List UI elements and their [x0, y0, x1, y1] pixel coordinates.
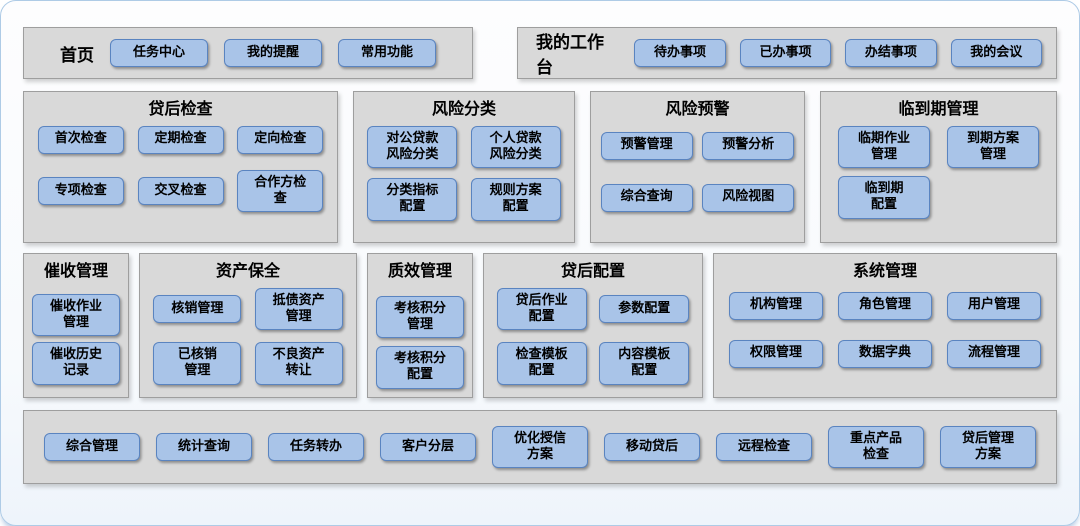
task-center-button[interactable]: 任务中心 — [110, 39, 208, 67]
task-transfer-button[interactable]: 任务转办 — [268, 433, 364, 461]
panel-collection-title: 催收管理 — [43, 261, 108, 280]
writeoff-mgmt-button[interactable]: 核销管理 — [153, 294, 242, 323]
third-row: 催收管理 催收作业 管理 催收历史 记录 资产保全 核销管理 抵债资产 管理 已… — [23, 253, 1057, 398]
panel-quality-efficiency: 质效管理 考核积分 管理 考核积分 配置 — [367, 253, 473, 398]
risk-warning-grid: 预警管理 预警分析 综合查询 风险视图 — [591, 131, 804, 212]
panel-collection: 催收管理 催收作业 管理 催收历史 记录 — [23, 253, 129, 398]
credit-optimization-plan-button[interactable]: 优化授信 方案 — [492, 425, 588, 469]
npl-transfer-button[interactable]: 不良资产 转让 — [254, 342, 343, 385]
todo-items-button[interactable]: 待办事项 — [634, 39, 726, 67]
panel-asset-preservation-title: 资产保全 — [215, 261, 280, 280]
risk-classification-grid: 对公贷款 风险分类 个人贷款 风险分类 分类指标 配置 规则方案 配置 — [354, 125, 574, 221]
postloan-task-config-button[interactable]: 贷后作业 配置 — [496, 287, 587, 331]
writtenoff-mgmt-button[interactable]: 已核销 管理 — [153, 342, 242, 385]
panel-system-mgmt: 系统管理 机构管理 角色管理 用户管理 权限管理 数据字典 流程管理 — [713, 253, 1057, 398]
panel-home-title: 首页 — [60, 45, 94, 66]
partner-check-button[interactable]: 合作方检 查 — [237, 169, 324, 213]
corporate-loan-risk-class-button[interactable]: 对公贷款 风险分类 — [367, 125, 458, 169]
rule-plan-config-button[interactable]: 规则方案 配置 — [470, 178, 561, 221]
check-template-config-button[interactable]: 检查模板 配置 — [496, 342, 587, 385]
comprehensive-query-button[interactable]: 综合查询 — [600, 183, 693, 212]
mobile-postloan-button[interactable]: 移动贷后 — [604, 433, 700, 461]
permission-mgmt-button[interactable]: 权限管理 — [729, 339, 823, 368]
bottom-row: 综合管理 统计查询 任务转办 客户分层 优化授信 方案 移动贷后 远程检查 重点… — [23, 410, 1057, 484]
assessment-score-mgmt-button[interactable]: 考核积分 管理 — [376, 295, 464, 339]
system-mgmt-grid: 机构管理 角色管理 用户管理 权限管理 数据字典 流程管理 — [714, 291, 1056, 368]
panel-near-maturity: 临到期管理 临期作业 管理 到期方案 管理 临到期 配置 — [820, 91, 1057, 243]
risk-view-button[interactable]: 风险视图 — [702, 183, 795, 212]
key-product-check-button[interactable]: 重点产品 检查 — [828, 425, 924, 469]
near-maturity-grid: 临期作业 管理 到期方案 管理 临到期 配置 — [821, 125, 1056, 219]
parameter-config-button[interactable]: 参数配置 — [599, 294, 690, 323]
class-indicator-config-button[interactable]: 分类指标 配置 — [367, 178, 458, 221]
debt-asset-mgmt-button[interactable]: 抵债资产 管理 — [254, 287, 343, 331]
panel-bottom-functions: 综合管理 统计查询 任务转办 客户分层 优化授信 方案 移动贷后 远程检查 重点… — [23, 410, 1057, 484]
top-row: 首页 任务中心 我的提醒 常用功能 我的工作台 待办事项 已办事项 办结事项 我… — [23, 27, 1057, 79]
panel-asset-preservation: 资产保全 核销管理 抵债资产 管理 已核销 管理 不良资产 转让 — [139, 253, 357, 398]
periodic-check-button[interactable]: 定期检查 — [137, 125, 224, 154]
panel-loan-check: 贷后检查 首次检查 定期检查 定向检查 专项检查 交叉检查 合作方检 查 — [23, 91, 338, 243]
maturity-plan-mgmt-button[interactable]: 到期方案 管理 — [947, 125, 1039, 169]
done-items-button[interactable]: 已办事项 — [739, 39, 832, 67]
customer-tiering-button[interactable]: 客户分层 — [380, 433, 476, 461]
second-row: 贷后检查 首次检查 定期检查 定向检查 专项检查 交叉检查 合作方检 查 风险分… — [23, 91, 1057, 243]
near-maturity-config-button[interactable]: 临到期 配置 — [838, 176, 930, 219]
collection-history-button[interactable]: 催收历史 记录 — [32, 342, 120, 385]
closed-items-button[interactable]: 办结事项 — [845, 39, 937, 67]
assessment-score-config-button[interactable]: 考核积分 配置 — [376, 346, 464, 389]
my-meetings-button[interactable]: 我的会议 — [950, 39, 1042, 67]
panel-risk-classification-title: 风险分类 — [431, 99, 496, 118]
remote-check-button[interactable]: 远程检查 — [716, 433, 812, 461]
near-maturity-task-mgmt-button[interactable]: 临期作业 管理 — [838, 125, 930, 169]
panel-quality-efficiency-title: 质效管理 — [387, 261, 452, 280]
panel-risk-warning: 风险预警 预警管理 预警分析 综合查询 风险视图 — [590, 91, 805, 243]
org-mgmt-button[interactable]: 机构管理 — [729, 291, 823, 320]
warning-analysis-button[interactable]: 预警分析 — [702, 131, 795, 160]
panel-workbench: 我的工作台 待办事项 已办事项 办结事项 我的会议 — [517, 27, 1057, 79]
panel-risk-classification: 风险分类 对公贷款 风险分类 个人贷款 风险分类 分类指标 配置 规则方案 配置 — [353, 91, 575, 243]
panel-postloan-config-title: 贷后配置 — [560, 261, 625, 280]
postloan-config-grid: 贷后作业 配置 参数配置 检查模板 配置 内容模板 配置 — [484, 287, 702, 385]
statistics-query-button[interactable]: 统计查询 — [156, 433, 252, 461]
cross-check-button[interactable]: 交叉检查 — [137, 176, 224, 205]
targeted-check-button[interactable]: 定向检查 — [237, 125, 324, 154]
my-reminders-button[interactable]: 我的提醒 — [224, 39, 322, 67]
comprehensive-mgmt-button[interactable]: 综合管理 — [44, 433, 140, 461]
role-mgmt-button[interactable]: 角色管理 — [838, 291, 932, 320]
panel-system-mgmt-title: 系统管理 — [852, 261, 917, 280]
personal-loan-risk-class-button[interactable]: 个人贷款 风险分类 — [470, 125, 561, 169]
panel-home: 首页 任务中心 我的提醒 常用功能 — [23, 27, 473, 79]
panel-workbench-title: 我的工作台 — [536, 33, 604, 78]
collection-task-mgmt-button[interactable]: 催收作业 管理 — [32, 293, 120, 337]
postloan-mgmt-plan-button[interactable]: 贷后管理 方案 — [940, 425, 1036, 469]
asset-preservation-grid: 核销管理 抵债资产 管理 已核销 管理 不良资产 转让 — [140, 287, 356, 385]
loan-check-grid: 首次检查 定期检查 定向检查 专项检查 交叉检查 合作方检 查 — [24, 125, 337, 213]
user-mgmt-button[interactable]: 用户管理 — [947, 291, 1041, 320]
first-check-button[interactable]: 首次检查 — [37, 125, 124, 154]
panel-loan-check-title: 贷后检查 — [148, 99, 213, 118]
special-check-button[interactable]: 专项检查 — [37, 176, 124, 205]
panel-risk-warning-title: 风险预警 — [665, 99, 730, 118]
panel-near-maturity-title: 临到期管理 — [898, 99, 979, 118]
common-functions-button[interactable]: 常用功能 — [338, 39, 436, 67]
process-mgmt-button[interactable]: 流程管理 — [947, 339, 1041, 368]
panel-postloan-config: 贷后配置 贷后作业 配置 参数配置 检查模板 配置 内容模板 配置 — [483, 253, 703, 398]
warning-management-button[interactable]: 预警管理 — [600, 131, 693, 160]
data-dictionary-button[interactable]: 数据字典 — [838, 339, 932, 368]
content-template-config-button[interactable]: 内容模板 配置 — [599, 342, 690, 385]
